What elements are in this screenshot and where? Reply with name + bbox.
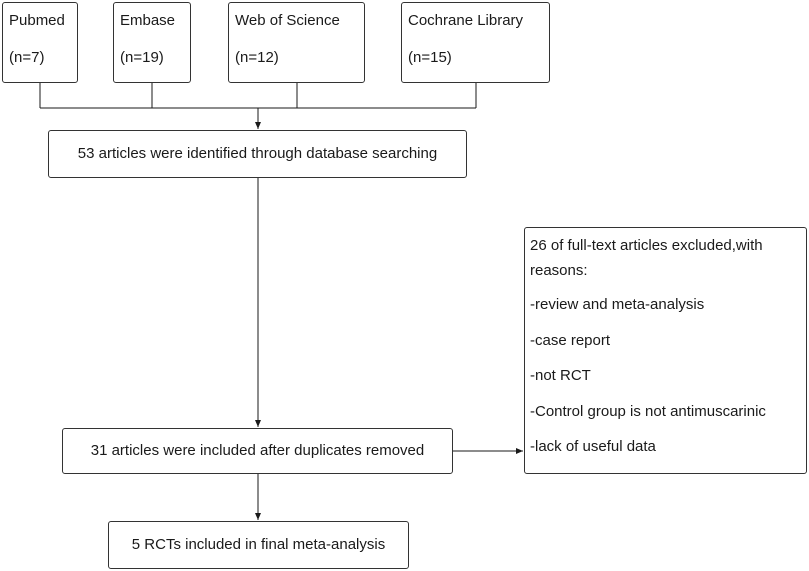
database-name: Pubmed <box>9 12 65 29</box>
database-box-web-of-science: Web of Science (n=12) <box>228 2 365 83</box>
final-box: 5 RCTs included in final meta-analysis <box>108 521 409 569</box>
exclusion-box: 26 of full-text articles excluded,with r… <box>524 227 807 474</box>
database-box-cochrane-library: Cochrane Library (n=15) <box>401 2 550 83</box>
database-name: Embase <box>120 12 176 29</box>
database-count: (n=15) <box>408 49 452 66</box>
after-duplicates-box: 31 articles were included after duplicat… <box>62 428 453 474</box>
exclusion-reason: -review and meta-analysis <box>530 296 705 313</box>
identified-text: 53 articles were identified through data… <box>77 145 438 162</box>
database-count: (n=19) <box>120 49 164 66</box>
database-count: (n=12) <box>235 49 279 66</box>
exclusion-reason: -not RCT <box>530 367 591 384</box>
identified-box: 53 articles were identified through data… <box>48 130 467 178</box>
after-duplicates-text: 31 articles were included after duplicat… <box>90 442 425 459</box>
database-count: (n=7) <box>9 49 45 66</box>
final-text: 5 RCTs included in final meta-analysis <box>131 536 386 553</box>
database-name: Cochrane Library <box>408 12 524 29</box>
database-box-embase: Embase (n=19) <box>113 2 191 83</box>
database-box-pubmed: Pubmed (n=7) <box>2 2 78 83</box>
exclusion-reason: -case report <box>530 332 611 349</box>
exclusion-reason: -Control group is not antimuscarinic <box>530 403 766 420</box>
database-name: Web of Science <box>235 12 340 29</box>
exclusion-heading: 26 of full-text articles excluded,with <box>530 237 763 254</box>
exclusion-reason: -lack of useful data <box>530 438 656 455</box>
exclusion-heading-cont: reasons: <box>530 262 588 279</box>
